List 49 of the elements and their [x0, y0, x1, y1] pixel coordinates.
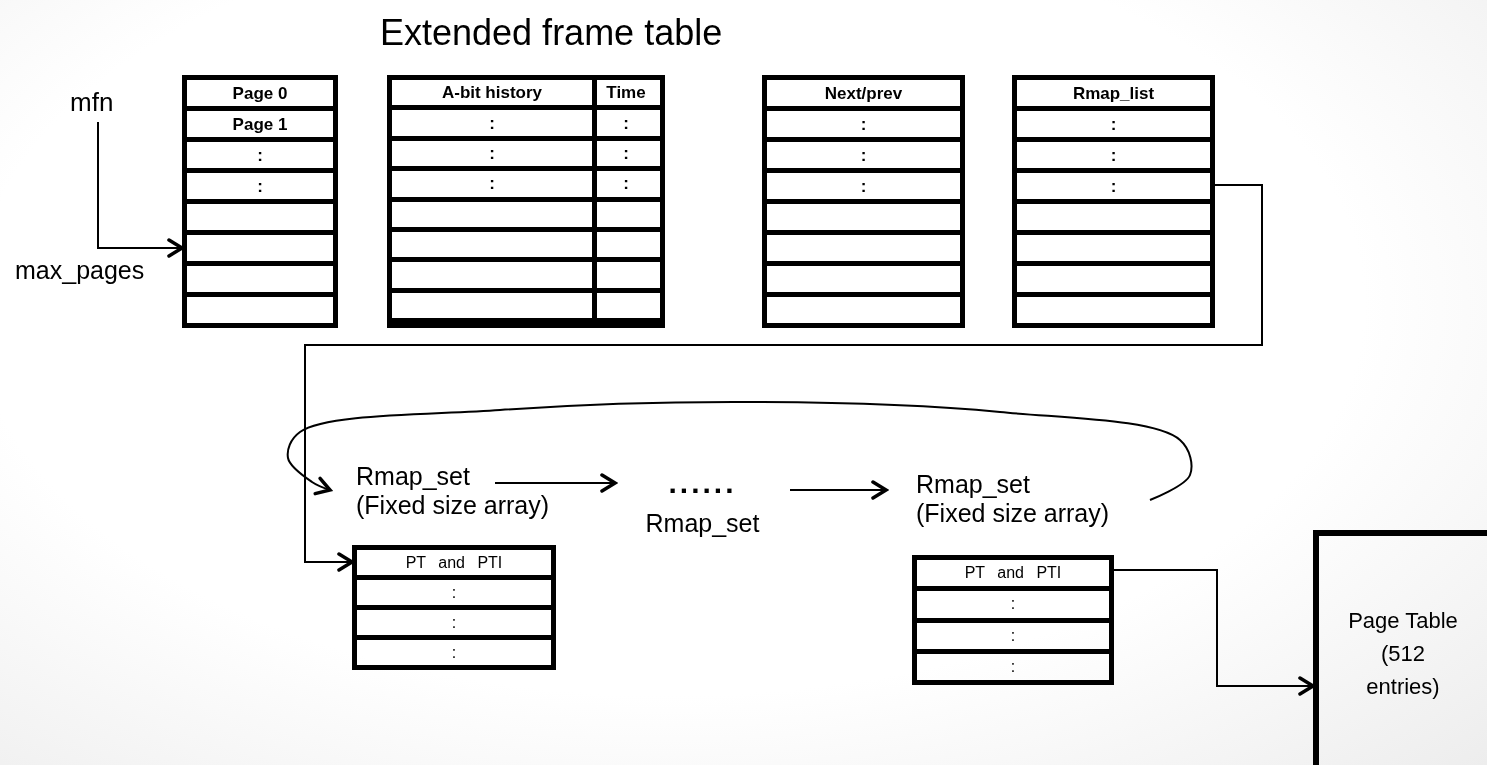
- side-label: max_pages: [15, 256, 145, 285]
- column-header: Next/prev: [824, 84, 903, 102]
- ellipsis-text: :: [257, 146, 263, 164]
- arrow: [97, 121, 184, 258]
- ellipsis-text: :: [489, 144, 495, 162]
- ellipsis-text: ......: [668, 466, 737, 501]
- arrow: [286, 401, 1193, 501]
- ellipsis-text: :: [1110, 115, 1117, 133]
- ellipsis-text: :: [451, 614, 457, 631]
- data-table: [912, 555, 1114, 685]
- data-table: [1012, 75, 1215, 328]
- ellipsis-text: :: [860, 177, 867, 195]
- ellipsis-text: :: [257, 177, 263, 195]
- ellipsis-text: :: [451, 644, 457, 661]
- column-header: Rmap_list: [1072, 84, 1155, 102]
- ellipsis-text: :: [1010, 658, 1016, 675]
- node-label: Page Table (512 entries): [1348, 606, 1458, 701]
- data-table: [352, 545, 556, 670]
- ellipsis-text: :: [623, 175, 629, 193]
- ellipsis-text: :: [623, 144, 629, 162]
- data-table: [182, 75, 338, 328]
- data-table: [762, 75, 965, 328]
- ellipsis-text: :: [1110, 146, 1117, 164]
- arrow: [1113, 569, 1315, 696]
- column-header: Page 0: [232, 84, 288, 102]
- column-header: Page 1: [232, 115, 288, 133]
- node-label: Rmap_set: [645, 508, 760, 538]
- column-header: PT and PTI: [964, 565, 1062, 582]
- ellipsis-text: :: [860, 146, 867, 164]
- arrow: [789, 480, 888, 500]
- column-header: PT and PTI: [405, 554, 503, 571]
- ellipsis-text: :: [489, 114, 495, 132]
- ellipsis-text: :: [451, 584, 457, 601]
- page-table-block: [1313, 530, 1487, 765]
- ellipsis-text: :: [1110, 177, 1117, 195]
- arrow: [494, 473, 617, 493]
- ellipsis-text: :: [489, 175, 495, 193]
- column-header: A-bit history: [441, 84, 543, 102]
- node-label: Rmap_set (Fixed size array): [330, 462, 600, 520]
- node-label: Rmap_set (Fixed size array): [886, 470, 1166, 528]
- diagram-title: Extended frame table: [380, 12, 723, 54]
- ellipsis-text: :: [860, 115, 867, 133]
- data-table: [387, 75, 665, 328]
- node-label: mfn: [70, 88, 128, 118]
- ellipsis-text: :: [1010, 596, 1016, 613]
- arrow: [304, 184, 1263, 572]
- ellipsis-text: :: [1010, 627, 1016, 644]
- ellipsis-text: :: [623, 114, 629, 132]
- column-header: Time: [606, 84, 646, 102]
